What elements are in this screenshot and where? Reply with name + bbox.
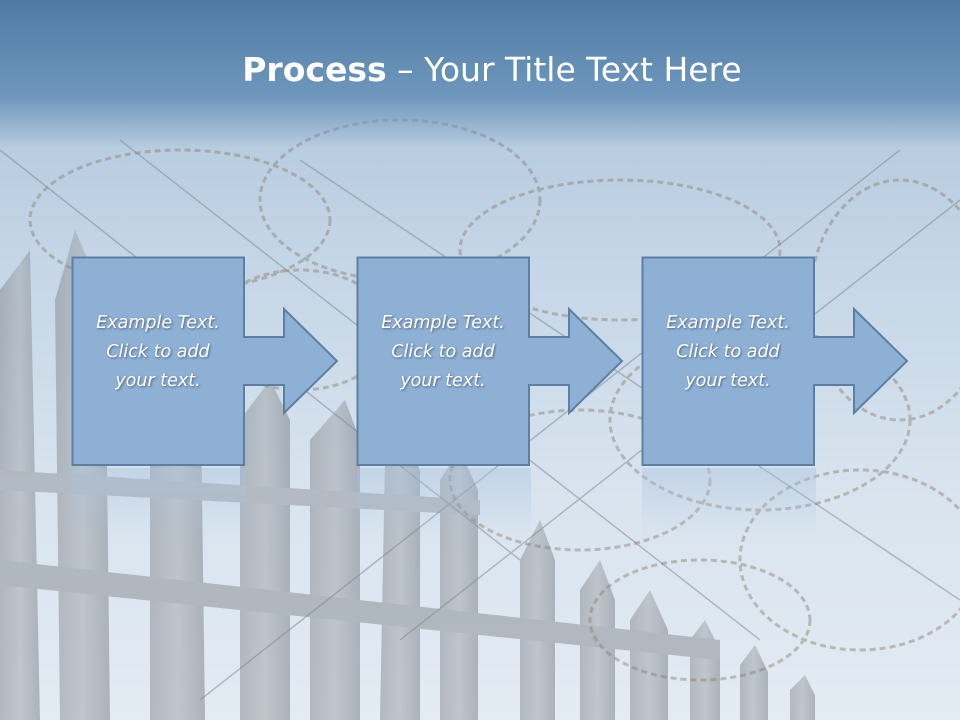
title-bar bbox=[0, 0, 960, 148]
title-bold: Process bbox=[242, 50, 387, 89]
step-2-text[interactable]: Example Text. Click to add your text. bbox=[357, 309, 529, 396]
slide-title[interactable]: Process – Your Title Text Here bbox=[0, 50, 960, 89]
process-step-1[interactable]: Example Text. Click to add your text. bbox=[71, 256, 342, 467]
right-arrow-shape bbox=[71, 256, 339, 466]
step-line: your text. bbox=[115, 371, 201, 391]
process-step-2[interactable]: Example Text. Click to add your text. bbox=[356, 256, 627, 467]
process-step-3[interactable]: Example Text. Click to add your text. bbox=[641, 256, 912, 467]
step-line: your text. bbox=[400, 371, 486, 391]
step-1-reflection bbox=[72, 468, 246, 538]
step-2-reflection bbox=[357, 468, 531, 538]
step-line: your text. bbox=[685, 371, 771, 391]
step-line: Click to add bbox=[676, 342, 780, 362]
step-line: Example Text. bbox=[96, 313, 220, 333]
step-3-text[interactable]: Example Text. Click to add your text. bbox=[642, 309, 814, 396]
step-3-reflection bbox=[642, 468, 816, 538]
step-1-text[interactable]: Example Text. Click to add your text. bbox=[72, 309, 244, 396]
title-rest: – Your Title Text Here bbox=[386, 50, 742, 89]
step-line: Example Text. bbox=[381, 313, 505, 333]
right-arrow-shape bbox=[356, 256, 624, 466]
step-line: Click to add bbox=[391, 342, 495, 362]
step-line: Example Text. bbox=[666, 313, 790, 333]
right-arrow-shape bbox=[641, 256, 909, 466]
step-line: Click to add bbox=[106, 342, 210, 362]
